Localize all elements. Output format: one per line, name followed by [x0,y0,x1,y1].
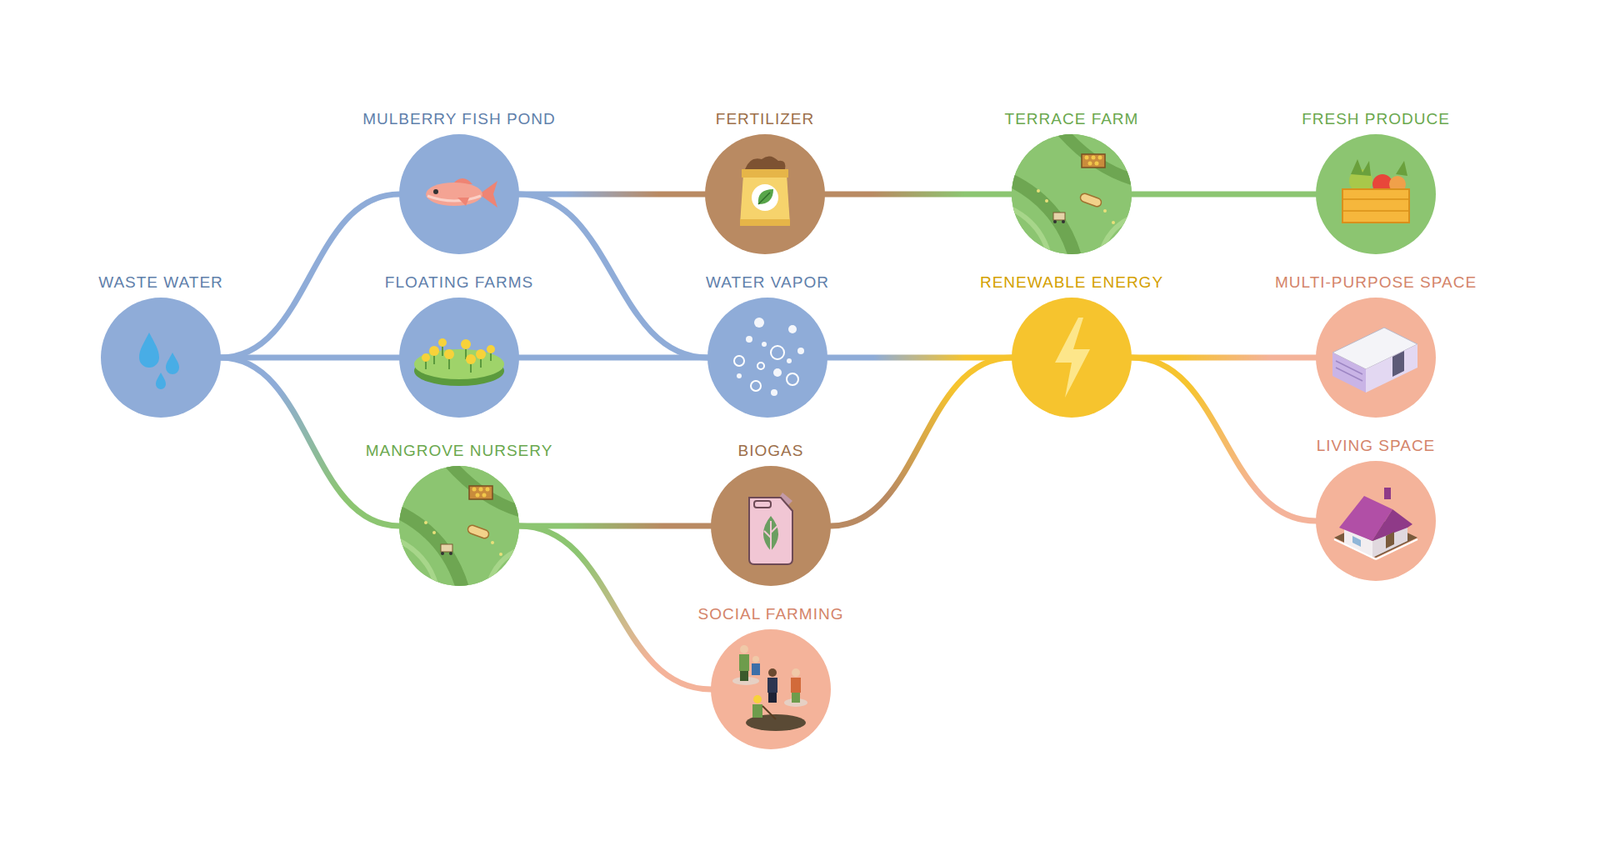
node-label: FLOATING FARMS [381,272,537,293]
node-icon [414,338,505,386]
node-icon [740,155,790,226]
flow-connector [220,355,400,361]
circle-fill [1011,297,1132,418]
node-icon [384,450,535,601]
circle-fill [710,629,831,750]
circle-shape [1011,134,1132,255]
circle-fill [399,297,520,418]
process-circle: BIOGAS [710,465,831,586]
process-circle: MANGROVE NURSERY [399,465,520,586]
process-circle: MULTI-PURPOSE SPACE [1315,297,1436,418]
node-label: WATER VAPOR [702,272,833,293]
process-circle: SOCIAL FARMING [710,629,831,750]
node-label: LIVING SPACE [1313,435,1440,456]
node-icon [425,178,498,208]
node-label: SOCIAL FARMING [695,604,848,625]
circle-fill [100,297,221,418]
process-circle: FRESH PRODUCE [1315,134,1436,255]
process-circle: LIVING SPACE [1315,460,1436,581]
flow-connector [1131,191,1316,198]
circle-shape [1011,297,1132,418]
flow-connector [519,191,705,198]
circle-shape [100,297,221,418]
process-circle: TERRACE FARM [1011,134,1132,255]
circle-shape [399,297,520,418]
flow-connector [519,525,711,690]
flow-connector [220,194,400,358]
node-label: BIOGAS [735,440,808,461]
node-label: MULTI-PURPOSE SPACE [1271,272,1480,293]
process-circle: WASTE WATER [100,297,221,418]
circle-shape [710,465,831,586]
node-label: MULBERRY FISH POND [359,109,560,130]
flow-connector [825,191,1012,198]
process-circle: FERTILIZER [705,134,825,255]
node-label: WASTE WATER [95,272,227,293]
node-label: RENEWABLE ENERGY [976,272,1167,293]
node-icon [1342,159,1410,223]
circle-shape [705,134,825,255]
circle-shape [1315,134,1436,255]
node-icon [749,492,793,565]
flow-connector [830,357,1012,526]
flow-connector [827,355,1012,361]
circle-fill [1315,460,1436,581]
process-circle: RENEWABLE ENERGY [1011,297,1132,418]
circle-fill [705,134,825,255]
circle-shape [710,629,831,750]
circle-shape [399,134,520,255]
flow-connector [1131,357,1316,521]
process-circle: MULBERRY FISH POND [399,134,520,255]
circle-shape [1315,297,1436,418]
node-label: TERRACE FARM [1001,109,1143,130]
node-icon [732,645,808,731]
node-label: FERTILIZER [712,109,818,130]
node-icon [734,317,805,396]
flow-connector [1131,355,1316,361]
flow-connector [519,194,708,358]
node-icon [1334,487,1418,560]
node-label: MANGROVE NURSERY [362,440,557,461]
process-circle: FLOATING FARMS [399,297,520,418]
node-icon [1055,317,1090,398]
circle-fill [1315,297,1436,418]
node-icon [1332,327,1418,393]
node-label: FRESH PRODUCE [1298,109,1454,130]
flow-connector [519,355,708,361]
node-icon [139,332,180,390]
circle-fill [399,134,520,255]
circle-shape [707,297,828,418]
circle-fill [707,297,828,418]
circle-fill [710,465,831,586]
circle-shape [399,465,520,586]
process-circle: WATER VAPOR [707,297,828,418]
circle-fill [1315,134,1436,255]
flow-connector [519,523,711,530]
node-icon [996,119,1147,270]
circle-shape [1315,460,1436,581]
